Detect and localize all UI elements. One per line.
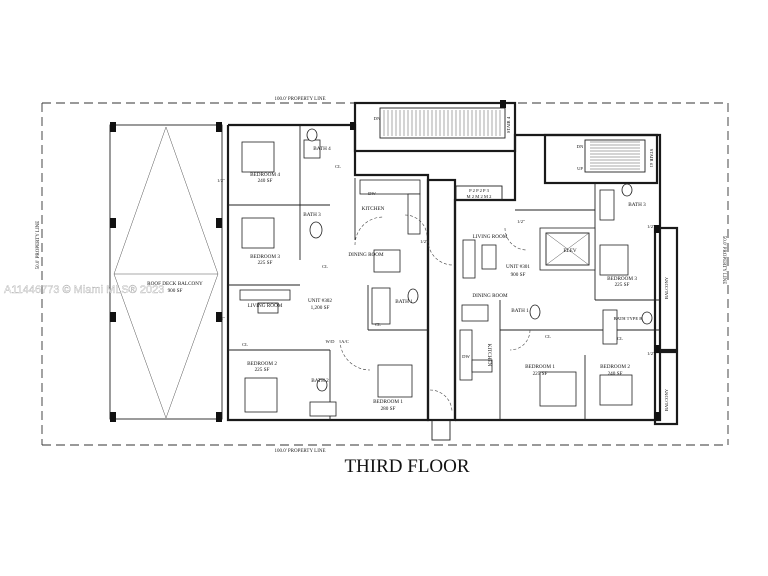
stair-1: STAIR #1 DN UP (577, 139, 654, 173)
balcony-lower-label: BALCONY (664, 388, 669, 411)
balcony-upper-label: BALCONY (664, 276, 669, 299)
dining-301-label: DINING ROOM (472, 293, 508, 299)
bath1-301-label: BATH 1 (511, 308, 529, 314)
closet-label: CL (375, 322, 381, 327)
closet-label: CL (545, 334, 551, 339)
bedroom2-301-name: BEDROOM 2 (600, 364, 630, 370)
wall-height-note: 1/2" (647, 224, 655, 229)
dw-label: DW (368, 191, 376, 196)
bath4-label: BATH 4 (313, 146, 331, 152)
mls-watermark: A11446773 © Miami MLS® 2023 (4, 284, 164, 296)
bath1-302-label: BATH 1 (395, 299, 413, 305)
bath-type-b-label: BATH TYPE B (614, 316, 643, 321)
fixtures (110, 100, 660, 422)
roof-deck-balcony: ROOF DECK BALCONY 900 SF (109, 124, 223, 420)
floor-title: THIRD FLOOR (344, 456, 469, 477)
unit-302-area: 1,200 SF (311, 305, 330, 311)
elevator: ELEV (539, 227, 596, 271)
dw-label: DW (462, 354, 470, 359)
stair-1-dn-label: DN (577, 144, 584, 149)
bedroom3-302-area: 225 SF (258, 260, 273, 266)
bedroom4-area: 240 SF (258, 178, 273, 184)
kitchen-302-label: KITCHEN (362, 206, 385, 212)
stair-1-label: STAIR #1 (649, 149, 654, 168)
property-line-top-label: 100.0' PROPERTY LINE (274, 97, 325, 102)
bedroom2-302-area: 225 SF (255, 367, 270, 373)
stair-1-up-label: UP (577, 166, 583, 171)
bath3-301-label: BATH 3 (628, 202, 646, 208)
property-line-left-label: 50.0' PROPERTY LINE (36, 221, 41, 270)
wall-height-note: 1/2" (217, 316, 225, 321)
bedroom2-301-area: 240 SF (608, 371, 623, 377)
bedroom3-302-name: BEDROOM 3 (250, 254, 280, 260)
roof-deck-area: 900 SF (168, 288, 183, 294)
stair-4: STAIR 4 DN (374, 107, 511, 139)
bedroom1-301-area: 225 SF (533, 371, 548, 377)
unit-301-area: 900 SF (511, 272, 526, 278)
closet-label: CL (617, 336, 623, 341)
bedroom3-301-area: 225 SF (615, 282, 630, 288)
property-line-bottom-label: 100.0' PROPERTY LINE (274, 449, 325, 454)
bedroom4-name: BEDROOM 4 (250, 172, 280, 178)
bath2-302-label: BATH 2 (311, 378, 329, 384)
closet-label: CL (322, 264, 328, 269)
bedroom3-301-name: BEDROOM 3 (607, 276, 637, 282)
wall-height-note: 1/2" (517, 219, 525, 224)
wall-height-note: 1/2" (420, 239, 428, 244)
unit-301-labels: LIVING ROOM UNIT #301 900 SF DINING ROOM… (462, 202, 669, 411)
kitchen-301-label: KITCHEN (486, 344, 492, 367)
bedroom1-302-name: BEDROOM 1 (373, 399, 403, 405)
closet-label: CL (242, 342, 248, 347)
meter-row-1: P 2 P 2 P 3 (469, 188, 489, 193)
wall-height-note: 1/2" (217, 178, 225, 183)
living-301-label: LIVING ROOM (473, 234, 508, 240)
elevator-label: ELEV (563, 248, 577, 254)
stair-4-label: STAIR 4 (506, 116, 511, 133)
roof-deck-name: ROOF DECK BALCONY (147, 281, 203, 287)
bedroom1-301-name: BEDROOM 1 (525, 364, 555, 370)
bedroom1-302-area: 280 SF (381, 406, 396, 412)
bath3-302-label: BATH 3 (303, 212, 321, 218)
ac-label: A/C (341, 339, 349, 344)
closet-label: CL (335, 164, 341, 169)
unit-302-name: UNIT #302 (308, 298, 332, 304)
unit-302-labels: BEDROOM 4 240 SF BATH 4 CL BATH 3 BEDROO… (242, 146, 413, 412)
unit-301-name: UNIT #301 (506, 264, 530, 270)
dining-302-label: DINING ROOM (348, 252, 384, 258)
wd-label: W/D (326, 339, 336, 344)
wall-height-notes: 1/2" 1/2" 1/2" 1/2" 1/2" 1/2" (217, 178, 655, 356)
property-line-right-label: 50.0' PROPERTY LINE (721, 236, 726, 285)
meter-box: P 2 P 2 P 3 M 2 M 2 M 2 (455, 185, 503, 201)
living-302-label: LIVING ROOM (248, 303, 283, 309)
stair-4-dn-label: DN (374, 116, 381, 121)
meter-row-2: M 2 M 2 M 2 (467, 194, 493, 199)
bedroom2-302-name: BEDROOM 2 (247, 361, 277, 367)
wall-height-note: 1/2" (647, 351, 655, 356)
